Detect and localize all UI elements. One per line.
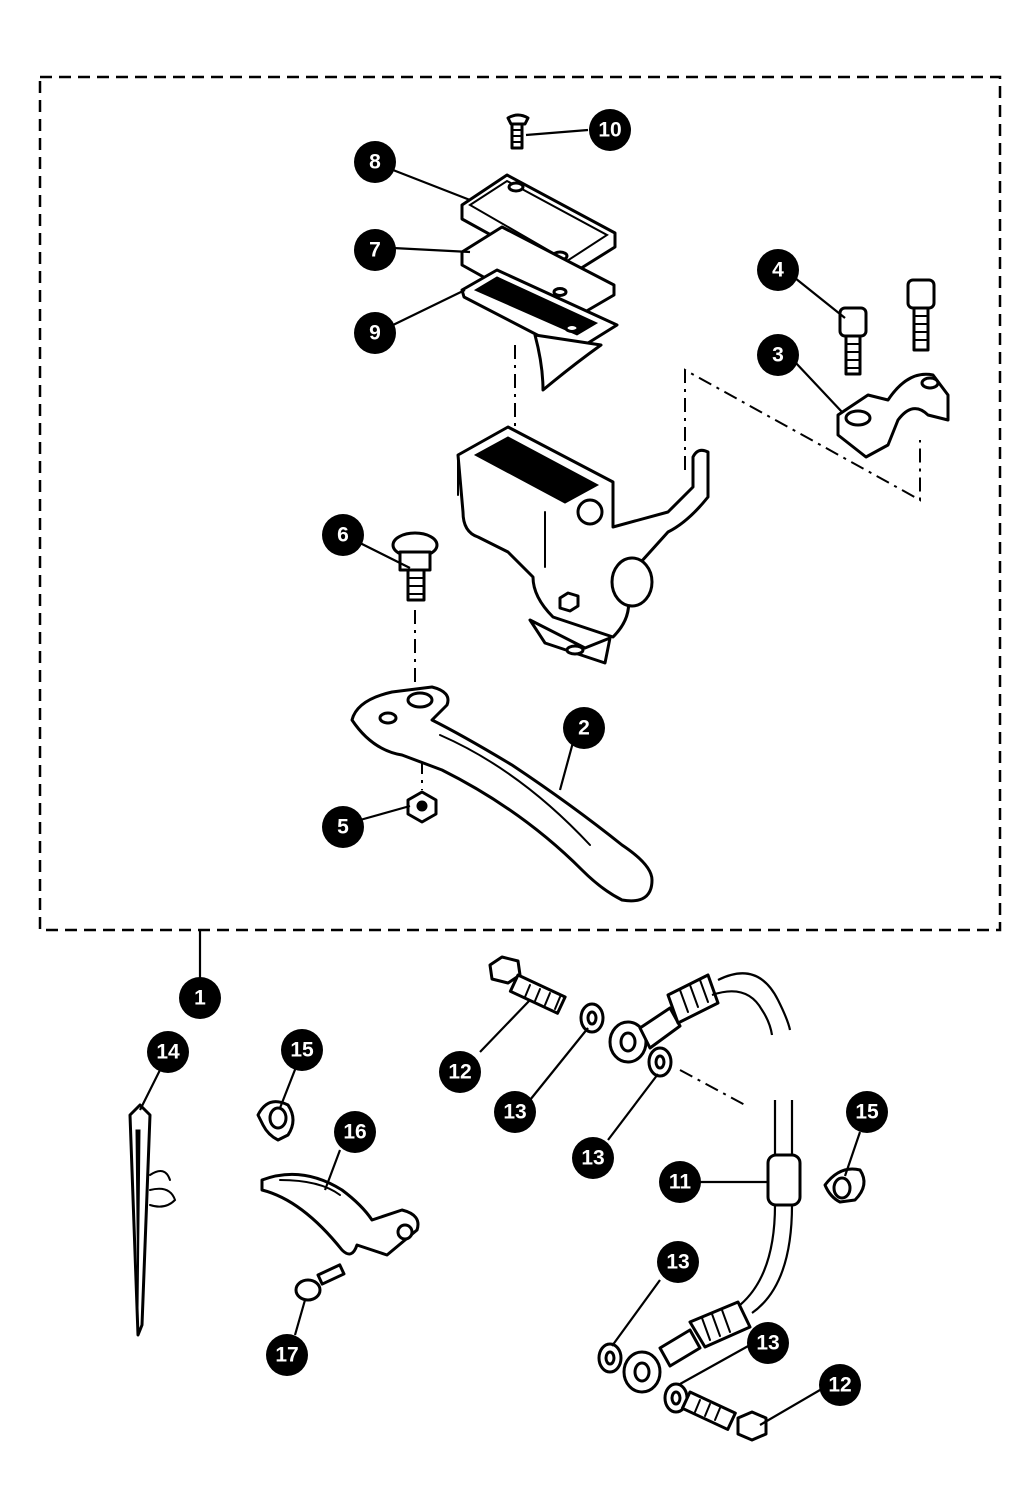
svg-text:13: 13 [503,1101,526,1124]
svg-text:17: 17 [275,1344,298,1367]
leader-lines [139,128,862,1426]
brake-hose [608,972,802,1394]
hose-clip-left [256,1100,295,1142]
clamp-bolt-rear [906,278,936,352]
svg-text:4: 4 [772,259,784,282]
callout-8: 8 [354,141,396,183]
svg-text:15: 15 [855,1101,879,1124]
handlebar-clamp [836,372,950,459]
svg-text:13: 13 [581,1147,604,1170]
svg-text:12: 12 [448,1061,471,1084]
svg-text:11: 11 [669,1171,692,1194]
callout-16: 16 [334,1111,376,1153]
svg-text:3: 3 [772,344,784,367]
callout-15-left: 15 [281,1029,323,1071]
bracket-screw [294,1263,346,1302]
callout-5: 5 [322,806,364,848]
svg-text:14: 14 [156,1041,180,1064]
callout-3: 3 [757,334,799,376]
cable-tie [128,1103,177,1337]
svg-text:9: 9 [369,322,381,345]
lever-nut [406,790,438,824]
callout-13-b: 13 [572,1137,614,1179]
hose-guide-bracket [260,1172,420,1257]
callout-15-right: 15 [846,1091,888,1133]
callout-2: 2 [563,707,605,749]
callout-4: 4 [757,249,799,291]
washer-top-2 [647,1046,673,1078]
svg-text:10: 10 [598,119,621,142]
banjo-bolt-top [488,955,567,1015]
reservoir-plate [460,225,616,325]
pivot-bolt [391,531,439,602]
callout-6: 6 [322,514,364,556]
clamp-bolt-front [838,306,868,376]
callout-13-c: 13 [657,1241,699,1283]
callout-11: 11 [659,1161,701,1203]
callout-14: 14 [147,1031,189,1073]
reservoir-diaphragm [460,268,619,392]
cap-screw [506,113,530,150]
svg-text:6: 6 [337,524,349,547]
master-cylinder-body [456,425,710,665]
svg-text:5: 5 [337,816,349,839]
svg-text:12: 12 [828,1374,851,1397]
callout-1: 1 [179,977,221,1019]
svg-text:16: 16 [343,1121,366,1144]
washer-top-1 [579,1002,605,1034]
centerline-clamp [684,368,921,502]
hose-clip-right [823,1167,866,1204]
callout-13-d: 13 [747,1322,789,1364]
washer-bottom-1 [597,1342,623,1374]
banjo-bolt-bottom [680,1390,768,1442]
callout-12-top: 12 [439,1051,481,1093]
callout-17: 17 [266,1334,308,1376]
callout-7: 7 [354,229,396,271]
svg-text:15: 15 [290,1039,314,1062]
washer-bottom-2 [663,1382,689,1414]
brake-lever [350,685,654,903]
svg-text:1: 1 [194,987,206,1010]
callout-12-bottom: 12 [819,1364,861,1406]
callout-13-a: 13 [494,1091,536,1133]
callout-10: 10 [589,109,631,151]
svg-text:8: 8 [369,151,381,174]
svg-text:13: 13 [666,1251,689,1274]
svg-text:2: 2 [578,717,590,740]
assembly-boundary-box [38,75,1002,932]
svg-text:13: 13 [756,1332,779,1355]
callout-9: 9 [354,312,396,354]
svg-text:7: 7 [369,239,381,262]
